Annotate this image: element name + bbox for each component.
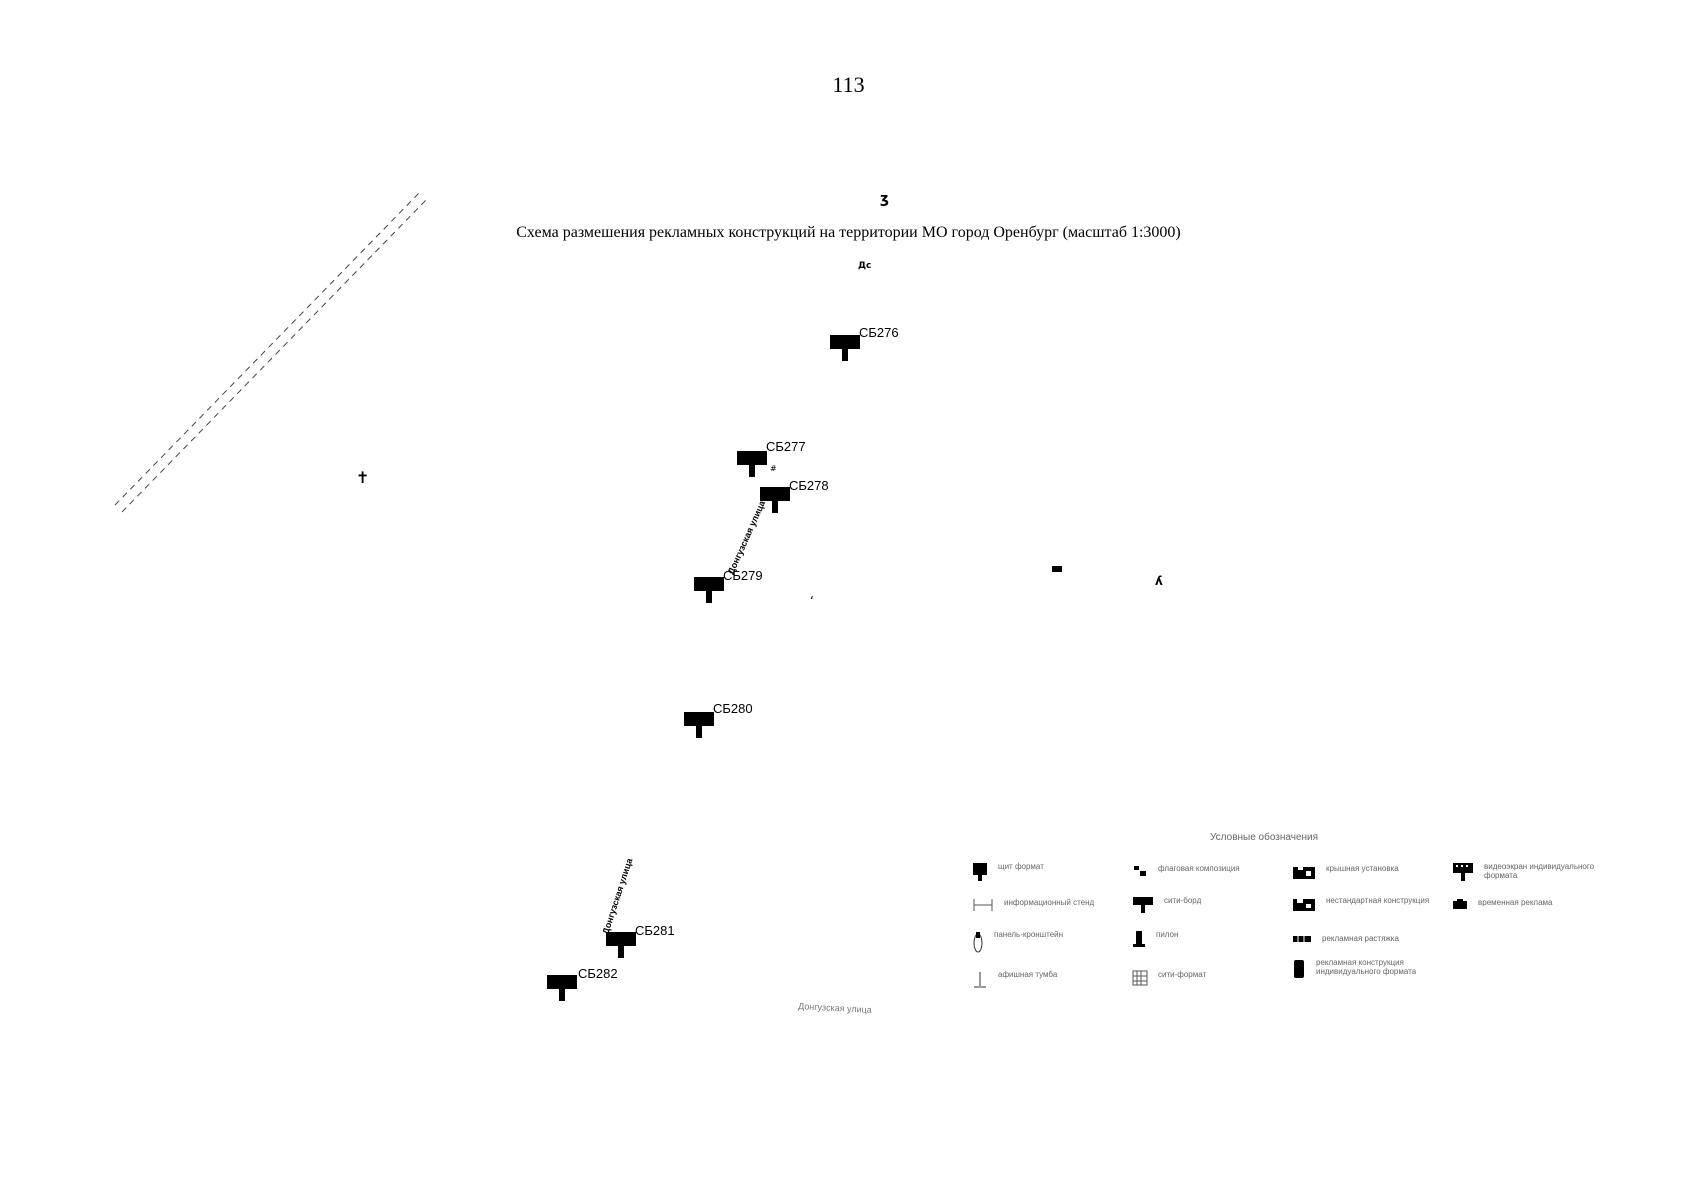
marker-label: СБ280 bbox=[713, 701, 753, 716]
street-label: Донгузская улица bbox=[726, 498, 768, 576]
legend-item: афишная тумба bbox=[972, 970, 1057, 990]
marker-label: СБ281 bbox=[635, 923, 675, 938]
legend-item: нестандартная конструкция bbox=[1292, 896, 1429, 912]
billboard-icon bbox=[830, 335, 860, 349]
billboard-icon bbox=[694, 577, 724, 591]
flag-icon bbox=[1134, 866, 1146, 876]
temporary-ad-icon bbox=[1453, 899, 1467, 909]
page-number: 113 bbox=[832, 72, 865, 97]
info-stand-icon bbox=[973, 899, 993, 911]
individual-format-icon bbox=[1294, 960, 1304, 978]
billboard-icon bbox=[684, 712, 714, 726]
billboard-marker[interactable]: СБ281 bbox=[606, 923, 675, 958]
map-mark: ʻ bbox=[810, 594, 814, 608]
map-mark bbox=[1052, 566, 1062, 572]
pylon-icon bbox=[1133, 931, 1145, 947]
roof-installation-icon bbox=[1293, 865, 1315, 879]
billboard-icon bbox=[973, 863, 987, 881]
legend-item: видеоэкран индивидуального формата bbox=[1452, 862, 1624, 882]
legend: Условные обозначения щит формат флаговая… bbox=[960, 832, 1660, 1012]
cross-icon: ✝ bbox=[356, 468, 369, 487]
city-format-icon bbox=[1132, 970, 1148, 986]
video-screen-icon bbox=[1453, 863, 1473, 881]
legend-item: щит формат bbox=[972, 862, 1044, 882]
billboard-marker[interactable]: СБ279 bbox=[694, 568, 763, 603]
billboard-icon bbox=[606, 932, 636, 946]
dashed-boundary-line bbox=[114, 191, 421, 506]
bracket-panel-icon bbox=[973, 932, 983, 953]
legend-item: рекламная конструкция индивидуального фо… bbox=[1292, 958, 1456, 980]
banner-stretch-icon bbox=[1293, 936, 1311, 942]
billboard-marker[interactable]: СБ280 bbox=[684, 701, 753, 738]
map-title: Схема размешения рекламных конструкций н… bbox=[516, 224, 1181, 241]
legend-item: временная реклама bbox=[1452, 898, 1553, 910]
billboard-marker[interactable]: СБ277 bbox=[737, 439, 806, 477]
legend-item: флаговая композиция bbox=[1132, 864, 1240, 878]
non-standard-icon bbox=[1293, 897, 1315, 911]
map-mark: # bbox=[770, 464, 777, 473]
billboard-icon bbox=[547, 975, 577, 989]
legend-title: Условные обозначения bbox=[1210, 832, 1319, 843]
billboard-marker[interactable]: СБ278 bbox=[760, 478, 829, 513]
marker-label: СБ277 bbox=[766, 439, 806, 454]
billboard-marker[interactable]: СБ276 bbox=[830, 325, 899, 361]
marker-label: СБ282 bbox=[578, 966, 618, 981]
billboard-icon bbox=[737, 451, 767, 465]
dashed-boundary-line bbox=[121, 198, 428, 513]
pillar-icon bbox=[974, 972, 986, 988]
map-mark: Дс bbox=[858, 261, 871, 271]
legend-item: панель-кронштейн bbox=[972, 930, 1063, 956]
billboard-icon bbox=[760, 487, 790, 501]
legend-item: рекламная растяжка bbox=[1292, 934, 1399, 944]
legend-item: информационный стенд bbox=[972, 898, 1094, 912]
legend-item: сити-формат bbox=[1132, 970, 1206, 988]
legend-item: сити-борд bbox=[1132, 896, 1201, 914]
marker-label: СБ276 bbox=[859, 325, 899, 340]
marker-label: СБ278 bbox=[789, 478, 829, 493]
street-label: Донгузская улица bbox=[600, 856, 634, 936]
billboard-marker[interactable]: СБ282 bbox=[547, 966, 618, 1001]
legend-item: пилон bbox=[1132, 930, 1178, 948]
map-mark: ʒ bbox=[880, 191, 889, 207]
bottom-caption: Донгузская улица bbox=[798, 1001, 872, 1015]
legend-item: крышная установка bbox=[1292, 864, 1399, 880]
city-board-icon bbox=[1133, 897, 1153, 913]
map-mark: ʎ bbox=[1155, 574, 1163, 588]
marker-label: СБ279 bbox=[723, 568, 763, 583]
